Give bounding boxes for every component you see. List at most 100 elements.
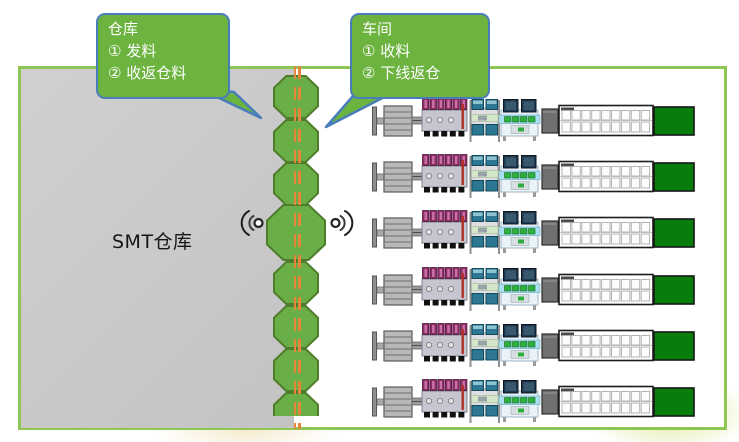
smt-production-line <box>372 154 695 199</box>
board-loader <box>383 105 413 137</box>
buffer-box <box>541 276 559 303</box>
reflow-oven-conveyor <box>558 329 654 362</box>
smt-line-row <box>372 266 697 314</box>
board-loader <box>383 386 413 418</box>
warehouse-label: SMT仓库 <box>112 231 193 253</box>
reflow-oven-conveyor <box>558 160 654 193</box>
workshop-callout-title: 车间 <box>362 20 393 38</box>
placement-machine <box>469 211 500 255</box>
buffer-box <box>541 108 559 134</box>
feeder-bank <box>421 210 468 249</box>
finished-board-buffer <box>653 162 695 192</box>
feeder-bank <box>421 266 468 306</box>
placement-machine <box>469 99 500 142</box>
conveyor-rail <box>411 285 423 293</box>
warehouse-callout-item: ② 收返仓料 <box>108 63 187 82</box>
smt-line-row <box>372 378 697 426</box>
gate-octagon <box>273 261 319 305</box>
gate-octagon-column <box>266 75 326 416</box>
board-loader <box>383 330 413 362</box>
board-loader <box>383 273 413 306</box>
smt-production-line <box>372 210 695 255</box>
warehouse-callout-title: 仓库 <box>108 20 139 38</box>
warehouse-callout-item: ① 发料 <box>108 41 157 60</box>
warehouse-callout: 仓库 ① 发料 ② 收返仓料 <box>96 13 230 99</box>
gate-octagon <box>273 118 319 163</box>
component-reels <box>422 98 468 110</box>
reflow-oven-conveyor <box>558 104 654 137</box>
oven-zone-grid <box>561 278 651 302</box>
divider-dashed-line-left <box>293 66 296 429</box>
feeder-bank <box>421 98 468 137</box>
buffer-box <box>541 389 559 415</box>
smt-production-line <box>372 379 695 423</box>
signal-left-icon <box>240 210 264 236</box>
divider-dashed-line-right <box>298 66 301 429</box>
line-dock <box>372 331 385 361</box>
smt-line-row <box>372 153 697 201</box>
line-dock <box>372 275 385 305</box>
buffer-box <box>541 333 559 359</box>
gate-octagon <box>273 348 319 392</box>
placement-machine <box>469 323 500 367</box>
board-loader <box>383 161 413 193</box>
component-reels <box>422 210 468 223</box>
smt-warehouse-area: SMT仓库 <box>21 69 294 428</box>
oven-zone-grid <box>561 334 651 358</box>
buffer-box <box>541 164 559 190</box>
oven-zone-grid <box>561 166 651 189</box>
conveyor-rail <box>411 397 423 406</box>
gate-octagon <box>266 204 326 261</box>
component-reels <box>422 266 468 279</box>
placement-machine <box>469 267 500 311</box>
smt-production-line <box>372 98 695 142</box>
inspection-machine <box>498 155 541 198</box>
reflow-oven-conveyor <box>558 217 654 249</box>
oven-zone-grid <box>561 110 651 133</box>
smt-line-row <box>372 209 697 257</box>
inspection-machine <box>498 267 541 310</box>
conveyor-rail <box>411 172 423 181</box>
feeder-feet <box>424 299 465 306</box>
oven-zone-grid <box>561 222 651 245</box>
line-dock <box>372 162 385 192</box>
smt-line-row <box>372 97 697 145</box>
gate-octagon <box>273 304 319 349</box>
finished-board-buffer <box>653 106 695 136</box>
finished-board-buffer <box>653 330 695 361</box>
line-dock <box>372 387 385 417</box>
feeder-bank <box>421 154 468 193</box>
finished-board-buffer <box>653 387 695 417</box>
feeder-feet <box>424 412 465 418</box>
smt-production-line <box>372 322 695 367</box>
feeder-feet <box>424 243 465 249</box>
finished-board-buffer <box>653 218 695 249</box>
smt-production-line <box>372 266 695 311</box>
reflow-oven-conveyor <box>558 273 654 305</box>
feeder-bank <box>421 322 468 362</box>
smt-line-row <box>372 322 697 370</box>
component-reels <box>422 379 468 391</box>
feeder-bank <box>421 379 468 418</box>
inspection-machine <box>498 380 541 422</box>
gate-octagon <box>273 75 319 119</box>
reflow-oven-conveyor <box>558 385 654 418</box>
workshop-callout-item: ① 收料 <box>362 41 411 60</box>
placement-machine <box>469 380 500 423</box>
component-reels <box>422 154 468 167</box>
finished-board-buffer <box>653 274 695 305</box>
component-reels <box>422 322 468 335</box>
feeder-feet <box>424 131 465 137</box>
gate-octagon <box>273 162 319 206</box>
conveyor-rail <box>411 341 423 350</box>
conveyor-rail <box>411 228 423 237</box>
feeder-feet <box>424 187 465 193</box>
inspection-machine <box>498 211 541 254</box>
workshop-callout: 车间 ① 收料 ② 下线返仓 <box>350 13 490 99</box>
line-dock <box>372 106 385 136</box>
buffer-box <box>541 220 559 246</box>
conveyor-rail <box>411 116 423 125</box>
gate-octagon <box>273 391 319 416</box>
placement-machine <box>469 155 500 199</box>
